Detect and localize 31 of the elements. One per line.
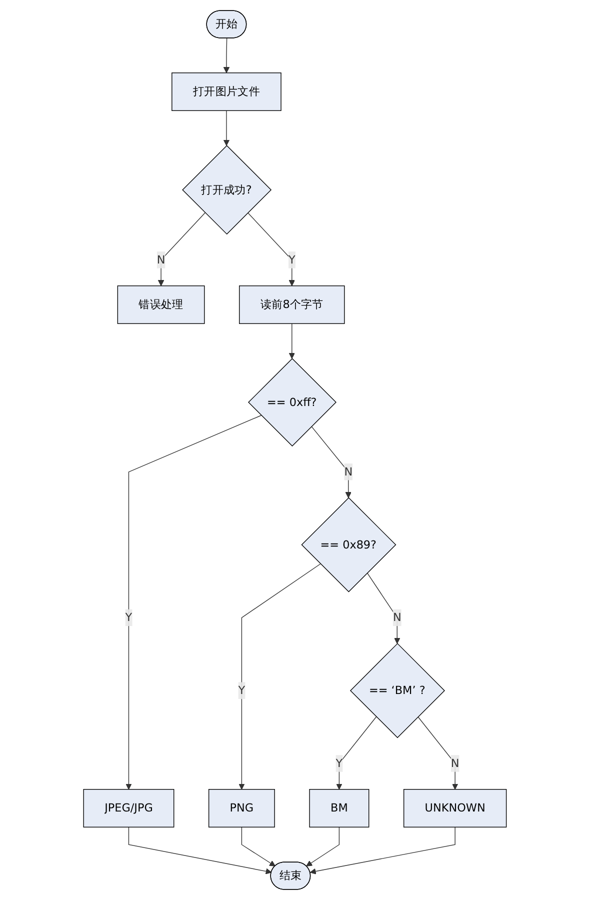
node-diamond: == ‘BM’ ? — [350, 642, 446, 738]
arrow — [223, 110, 230, 146]
edge-label: Y — [238, 683, 246, 696]
node-box: 读前8个字节 — [239, 284, 345, 324]
edge-label: N — [450, 756, 460, 770]
edge-label: N — [156, 252, 166, 266]
edge-label: Y — [125, 610, 132, 624]
node-box: 错误处理 — [117, 284, 205, 324]
arrow — [241, 826, 276, 866]
arrow — [238, 563, 321, 790]
arrow — [223, 37, 230, 73]
edge-label: N — [392, 610, 402, 624]
arrow — [418, 716, 458, 790]
node-box: JPEG/JPG — [83, 788, 174, 827]
arrow — [306, 826, 340, 866]
edge-label: N — [344, 464, 353, 478]
node-diamond: 打开成功? — [182, 144, 272, 234]
node-box: BM — [309, 788, 370, 827]
edge-label: Y — [288, 252, 296, 266]
node-diamond: == 0x89? — [301, 496, 396, 592]
arrow — [126, 414, 262, 790]
edge-label: Y — [336, 756, 343, 770]
arrow — [248, 212, 296, 286]
node-diamond: == 0xff? — [248, 358, 337, 446]
arrow — [310, 826, 456, 874]
node-box: PNG — [208, 788, 275, 827]
arrow — [128, 826, 272, 874]
node-box: UNKNOWN — [404, 788, 507, 827]
arrow — [288, 322, 296, 358]
node-box: 打开图片文件 — [172, 72, 282, 110]
arrow — [158, 212, 206, 286]
